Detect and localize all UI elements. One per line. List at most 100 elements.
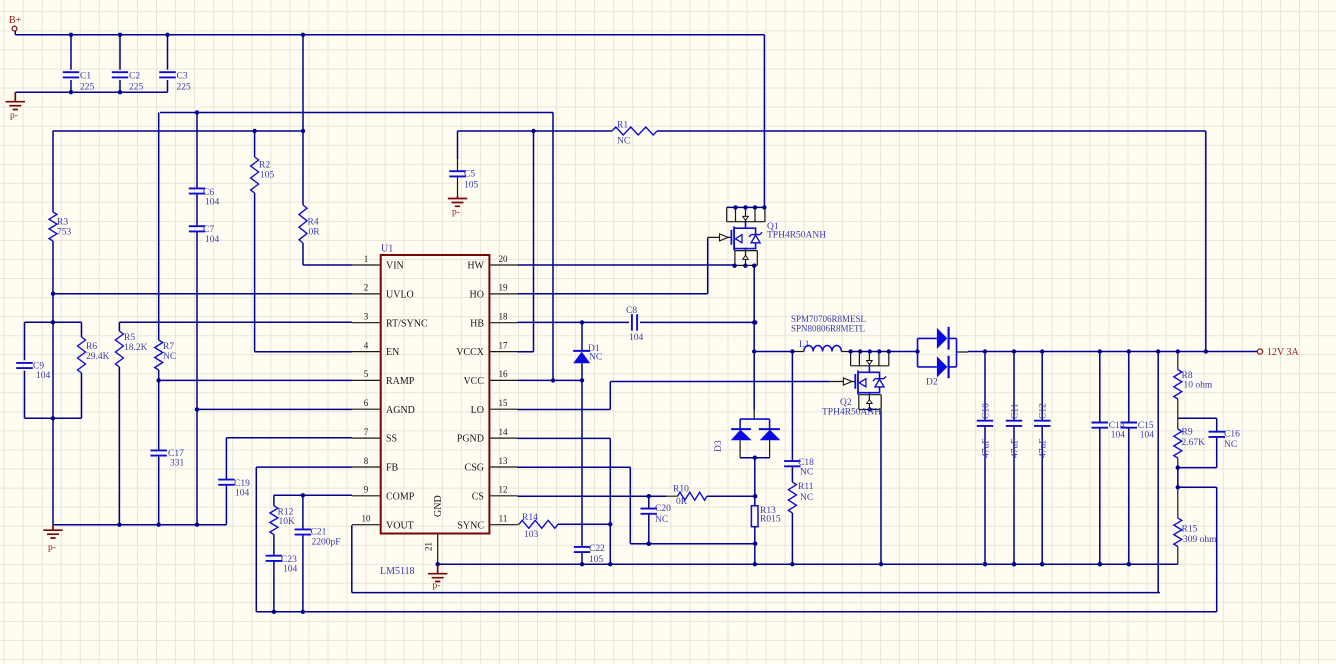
svg-text:104: 104 xyxy=(283,565,298,575)
svg-text:6: 6 xyxy=(364,398,369,408)
svg-text:9: 9 xyxy=(364,485,369,495)
svg-text:18.2K: 18.2K xyxy=(124,343,148,353)
svg-text:C3: C3 xyxy=(177,72,188,82)
svg-text:VCCX: VCCX xyxy=(456,347,485,358)
svg-text:SYNC: SYNC xyxy=(457,520,484,531)
svg-text:PGND: PGND xyxy=(457,434,484,445)
svg-text:R15: R15 xyxy=(1182,525,1198,535)
svg-text:HO: HO xyxy=(470,289,484,300)
svg-text:SPN80806R8METL: SPN80806R8METL xyxy=(791,324,865,334)
svg-text:104: 104 xyxy=(1140,431,1155,441)
svg-text:103: 103 xyxy=(524,530,539,540)
svg-text:AGND: AGND xyxy=(386,405,415,416)
svg-text:C1: C1 xyxy=(80,72,91,82)
svg-text:SS: SS xyxy=(386,434,397,445)
svg-text:NC: NC xyxy=(1224,440,1237,450)
svg-text:104: 104 xyxy=(205,235,220,245)
svg-text:104: 104 xyxy=(1111,431,1126,441)
svg-text:C9: C9 xyxy=(33,362,44,372)
svg-text:GND: GND xyxy=(433,495,444,517)
svg-text:C5: C5 xyxy=(464,170,475,180)
svg-text:NC: NC xyxy=(800,468,813,478)
svg-text:VCC: VCC xyxy=(463,376,484,387)
svg-text:R015: R015 xyxy=(760,515,781,525)
svg-text:C19: C19 xyxy=(234,479,250,489)
svg-text:105: 105 xyxy=(464,181,479,191)
svg-text:105: 105 xyxy=(589,555,604,565)
svg-text:R6: R6 xyxy=(86,342,97,352)
svg-text:R12: R12 xyxy=(278,508,294,518)
svg-text:COMP: COMP xyxy=(386,491,415,502)
svg-text:R11: R11 xyxy=(798,482,814,492)
svg-text:B+: B+ xyxy=(9,15,22,26)
svg-text:VOUT: VOUT xyxy=(386,520,414,531)
svg-text:R14: R14 xyxy=(522,513,538,523)
svg-text:C20: C20 xyxy=(655,504,671,514)
svg-text:p-: p- xyxy=(48,543,56,553)
svg-text:10 ohm: 10 ohm xyxy=(1184,381,1213,391)
svg-text:D2: D2 xyxy=(926,378,938,388)
svg-text:2: 2 xyxy=(364,283,369,293)
svg-text:5: 5 xyxy=(364,369,369,379)
svg-text:C14: C14 xyxy=(1109,421,1125,431)
svg-text:104: 104 xyxy=(235,489,250,499)
svg-text:C22: C22 xyxy=(589,544,605,554)
svg-text:225: 225 xyxy=(177,83,192,93)
svg-text:LO: LO xyxy=(471,405,484,416)
svg-text:10: 10 xyxy=(362,513,372,523)
svg-text:HW: HW xyxy=(467,261,484,272)
svg-text:104: 104 xyxy=(36,371,51,381)
svg-text:NC: NC xyxy=(163,352,176,362)
svg-text:HB: HB xyxy=(470,318,484,329)
svg-text:R4: R4 xyxy=(308,218,319,228)
svg-text:0R: 0R xyxy=(309,228,321,238)
svg-text:Q1: Q1 xyxy=(767,222,779,232)
svg-text:16: 16 xyxy=(499,369,509,379)
svg-text:47uF: 47uF xyxy=(981,438,991,458)
svg-text:C8: C8 xyxy=(626,306,637,316)
svg-text:13: 13 xyxy=(499,456,509,466)
svg-text:C16: C16 xyxy=(1224,430,1240,440)
svg-text:C15: C15 xyxy=(1138,421,1154,431)
svg-text:RAMP: RAMP xyxy=(386,376,415,387)
svg-text:R7: R7 xyxy=(163,342,174,352)
svg-text:2.67K: 2.67K xyxy=(1182,438,1206,448)
svg-text:p-: p- xyxy=(10,111,18,121)
svg-text:U1: U1 xyxy=(381,244,393,255)
svg-text:UVLO: UVLO xyxy=(386,289,414,300)
svg-text:3: 3 xyxy=(364,312,369,322)
svg-text:R10: R10 xyxy=(673,485,689,495)
svg-text:104: 104 xyxy=(629,333,644,343)
svg-text:EN: EN xyxy=(386,347,399,358)
svg-text:L1: L1 xyxy=(799,340,810,350)
svg-text:R9: R9 xyxy=(1182,428,1193,438)
svg-text:p-: p- xyxy=(452,208,460,218)
svg-text:RT/SYNC: RT/SYNC xyxy=(386,318,428,329)
svg-text:NC: NC xyxy=(617,137,630,147)
svg-text:8: 8 xyxy=(364,456,369,466)
svg-text:4: 4 xyxy=(364,340,369,350)
svg-text:C17: C17 xyxy=(168,449,184,459)
svg-text:D3: D3 xyxy=(714,440,724,452)
svg-text:10K: 10K xyxy=(279,517,296,527)
svg-text:R13: R13 xyxy=(760,506,776,516)
svg-text:CSG: CSG xyxy=(465,463,484,474)
svg-text:14: 14 xyxy=(499,427,509,437)
svg-text:C7: C7 xyxy=(203,225,214,235)
svg-text:105: 105 xyxy=(260,171,275,181)
svg-text:C11: C11 xyxy=(1010,403,1020,419)
svg-text:TPH4R50ANH: TPH4R50ANH xyxy=(767,231,826,241)
svg-text:753: 753 xyxy=(57,228,72,238)
svg-text:R8: R8 xyxy=(1182,371,1193,381)
svg-text:21: 21 xyxy=(424,542,434,551)
svg-text:C21: C21 xyxy=(311,528,327,538)
svg-text:12: 12 xyxy=(499,485,508,495)
svg-text:104: 104 xyxy=(205,198,220,208)
svg-text:15: 15 xyxy=(499,398,509,408)
svg-text:C10: C10 xyxy=(981,403,991,419)
svg-text:R5: R5 xyxy=(124,333,135,343)
svg-text:7: 7 xyxy=(364,427,369,437)
svg-text:FB: FB xyxy=(386,463,399,474)
svg-text:C6: C6 xyxy=(203,188,214,198)
svg-text:C12: C12 xyxy=(1039,403,1049,419)
